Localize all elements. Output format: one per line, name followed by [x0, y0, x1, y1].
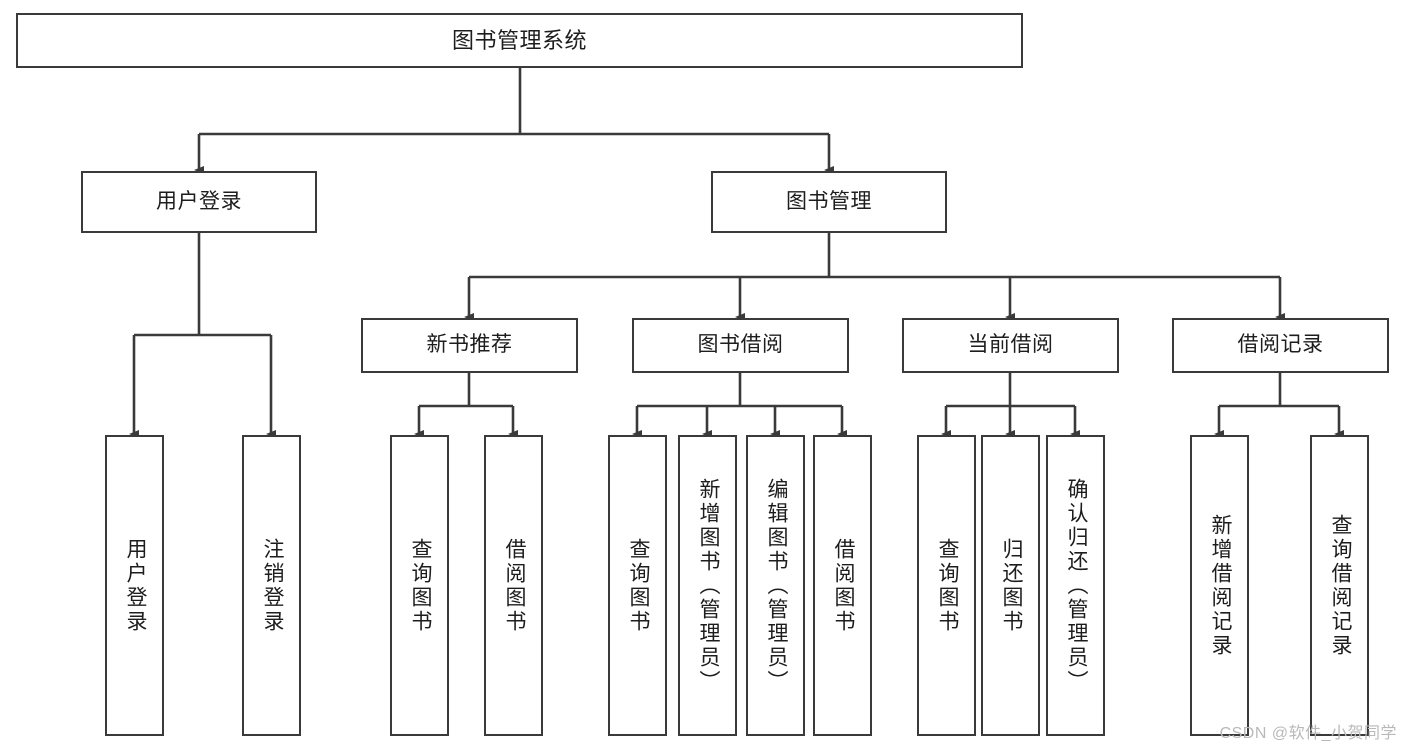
node-leaf-11[interactable]: 确认归还（管理员） [1046, 435, 1105, 736]
node-level3-4-label: 借阅记录 [1237, 333, 1324, 357]
node-root-label: 图书管理系统 [451, 27, 587, 53]
node-leaf-7[interactable]: 编辑图书（管理员） [746, 435, 805, 736]
node-leaf-7-label: 编辑图书（管理员） [764, 477, 788, 694]
node-level2-2-label: 图书管理 [786, 189, 872, 213]
node-leaf-8[interactable]: 借阅图书 [813, 435, 872, 736]
node-leaf-1-label: 用户登录 [123, 537, 147, 634]
node-leaf-4[interactable]: 借阅图书 [484, 435, 543, 736]
node-leaf-8-label: 借阅图书 [831, 537, 855, 634]
node-level3-2[interactable]: 图书借阅 [632, 318, 849, 373]
node-leaf-9-label: 查询图书 [935, 537, 959, 634]
node-level2-1-label: 用户登录 [156, 189, 242, 213]
node-leaf-13-label: 查询借阅记录 [1328, 513, 1352, 658]
node-leaf-2[interactable]: 注销登录 [242, 435, 301, 736]
node-level3-2-label: 图书借阅 [697, 333, 784, 357]
node-leaf-9[interactable]: 查询图书 [917, 435, 976, 736]
node-level3-1[interactable]: 新书推荐 [361, 318, 578, 373]
node-leaf-6[interactable]: 新增图书（管理员） [678, 435, 737, 736]
node-leaf-2-label: 注销登录 [260, 537, 284, 634]
node-root[interactable]: 图书管理系统 [16, 13, 1023, 68]
node-leaf-10[interactable]: 归还图书 [981, 435, 1040, 736]
node-leaf-3[interactable]: 查询图书 [390, 435, 449, 736]
node-leaf-11-label: 确认归还（管理员） [1064, 477, 1088, 694]
node-level2-2[interactable]: 图书管理 [711, 171, 947, 233]
node-level2-1[interactable]: 用户登录 [81, 171, 317, 233]
node-level3-4[interactable]: 借阅记录 [1172, 318, 1389, 373]
node-leaf-10-label: 归还图书 [999, 537, 1023, 634]
node-leaf-1[interactable]: 用户登录 [105, 435, 164, 736]
node-leaf-12-label: 新增借阅记录 [1208, 513, 1232, 658]
node-leaf-4-label: 借阅图书 [502, 537, 526, 634]
node-leaf-5[interactable]: 查询图书 [608, 435, 667, 736]
node-leaf-13[interactable]: 查询借阅记录 [1310, 435, 1369, 736]
node-leaf-3-label: 查询图书 [408, 537, 432, 634]
node-leaf-12[interactable]: 新增借阅记录 [1190, 435, 1249, 736]
node-leaf-5-label: 查询图书 [626, 537, 650, 634]
node-level3-3[interactable]: 当前借阅 [902, 318, 1119, 373]
node-leaf-6-label: 新增图书（管理员） [696, 477, 720, 694]
csdn-watermark: CSDN @软件_小贺同学 [1219, 725, 1397, 742]
node-level3-1-label: 新书推荐 [426, 333, 513, 357]
node-level3-3-label: 当前借阅 [967, 333, 1054, 357]
